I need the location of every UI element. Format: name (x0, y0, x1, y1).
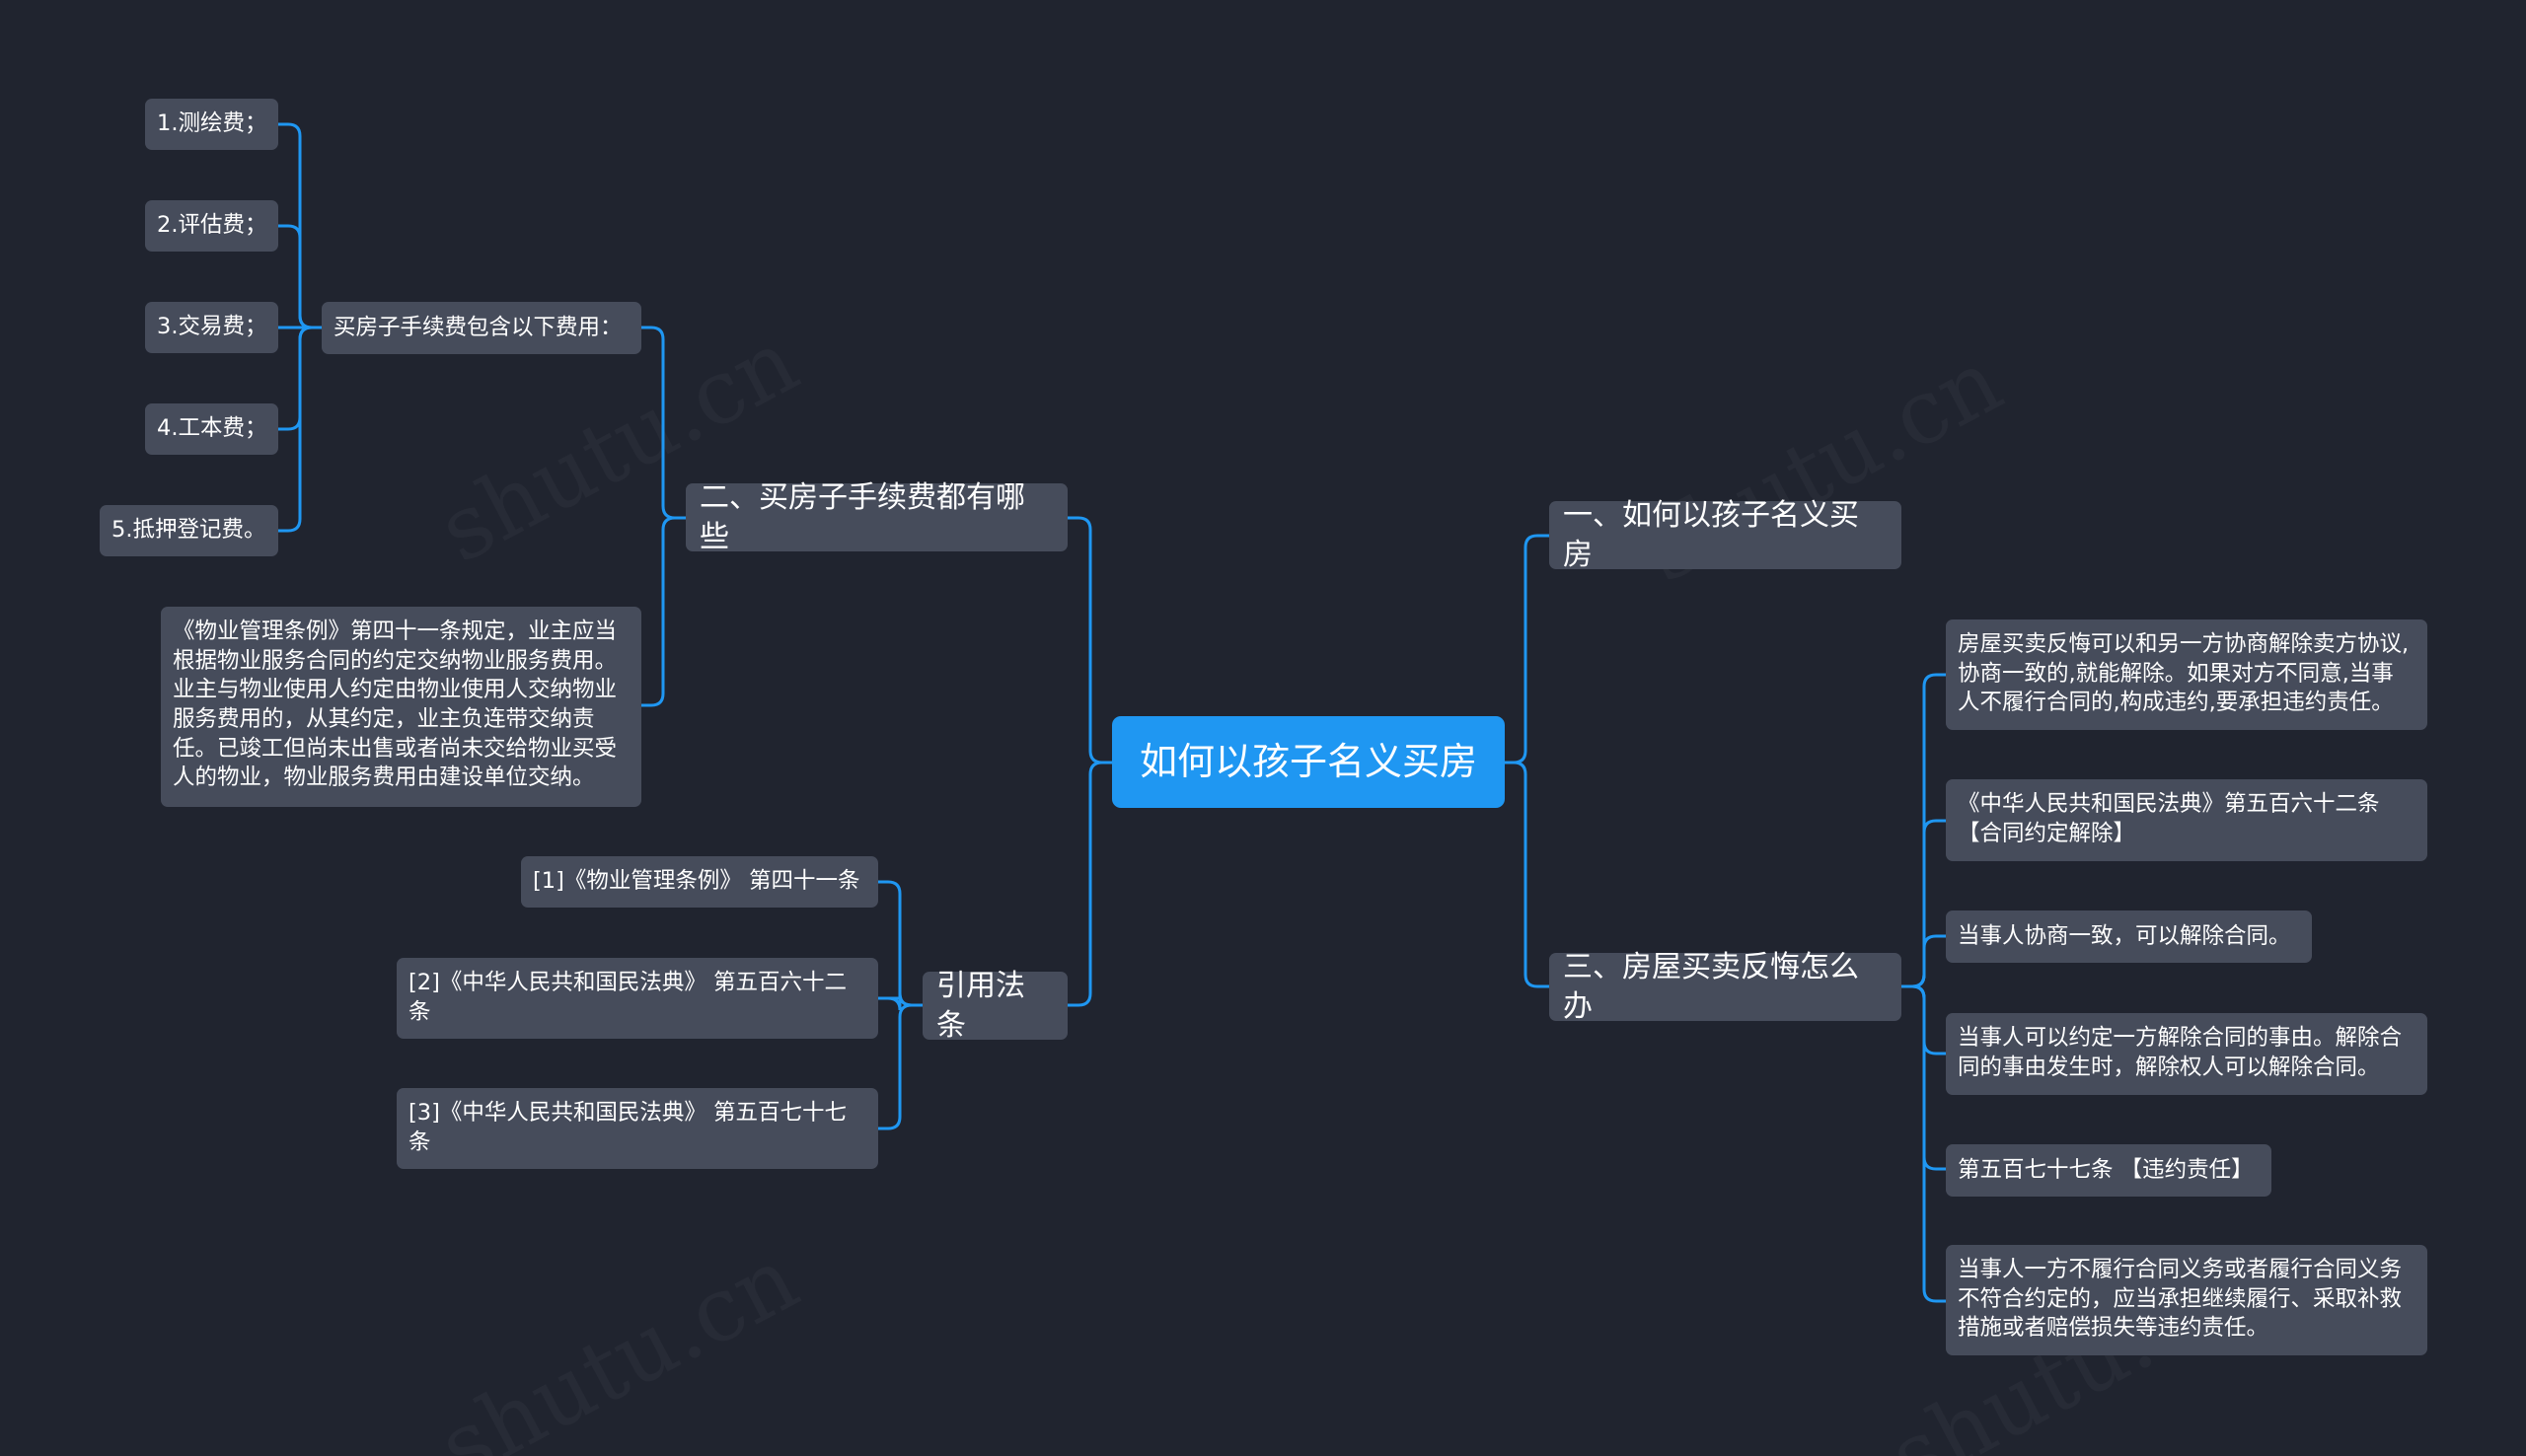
link-root-b3 (1503, 761, 1551, 988)
regret-item-2[interactable]: 《中华人民共和国民法典》第五百六十二条【合同约定解除】 (1946, 779, 2427, 861)
fee-item-appraisal[interactable]: 2.评估费； (145, 200, 278, 252)
root-topic[interactable]: 如何以孩子名义买房 (1112, 716, 1505, 808)
link-b2-feegroup (639, 326, 688, 520)
link-root-b4 (1066, 761, 1114, 1007)
link-b4-2b (876, 996, 902, 1007)
fee-item-mortgage-registration[interactable]: 5.抵押登记费。 (100, 505, 278, 556)
link-b4-3 (876, 1003, 925, 1130)
fee-item-transaction[interactable]: 3.交易费； (145, 302, 278, 353)
regret-item-6[interactable]: 当事人一方不履行合同义务或者履行合同义务不符合约定的，应当承担继续履行、采取补救… (1946, 1245, 2427, 1355)
regret-item-4[interactable]: 当事人可以约定一方解除合同的事由。解除合同的事由发生时，解除权人可以解除合同。 (1946, 1013, 2427, 1095)
fee-group-title[interactable]: 买房子手续费包含以下费用： (322, 302, 641, 354)
branch-cited-laws[interactable]: 引用法条 (923, 969, 1068, 1043)
link-root-b1 (1503, 534, 1551, 764)
fee-item-production[interactable]: 4.工本费； (145, 403, 278, 455)
branch-house-sale-regret[interactable]: 三、房屋买卖反悔怎么办 (1549, 950, 1901, 1024)
link-b3-6 (1899, 984, 1948, 1303)
link-root-b2 (1066, 516, 1114, 764)
branch-how-to-buy-in-child-name[interactable]: 一、如何以孩子名义买房 (1549, 498, 1901, 572)
cited-law-1[interactable]: [1]《物业管理条例》 第四十一条 (521, 856, 878, 908)
fee-item-survey[interactable]: 1.测绘费； (145, 99, 278, 150)
branch-fees[interactable]: 二、买房子手续费都有哪些 (686, 480, 1068, 554)
regret-item-1[interactable]: 房屋买卖反悔可以和另一方协商解除卖方协议,协商一致的,就能解除。如果对方不同意,… (1946, 619, 2427, 730)
property-regulation-text[interactable]: 《物业管理条例》第四十一条规定，业主应当根据物业服务合同的约定交纳物业服务费用。… (161, 607, 641, 807)
regret-item-5[interactable]: 第五百七十七条 【违约责任】 (1946, 1144, 2271, 1197)
link-b4-1 (876, 880, 925, 1007)
regret-item-3[interactable]: 当事人协商一致，可以解除合同。 (1946, 910, 2312, 963)
cited-law-2[interactable]: [2]《中华人民共和国民法典》 第五百六十二条 (397, 958, 878, 1039)
link-fee-2 (276, 224, 324, 329)
link-b3-3 (1899, 934, 1948, 988)
cited-law-3[interactable]: [3]《中华人民共和国民法典》 第五百七十七条 (397, 1088, 878, 1169)
link-b2-regulation (639, 516, 688, 707)
link-fee-5 (276, 326, 324, 533)
